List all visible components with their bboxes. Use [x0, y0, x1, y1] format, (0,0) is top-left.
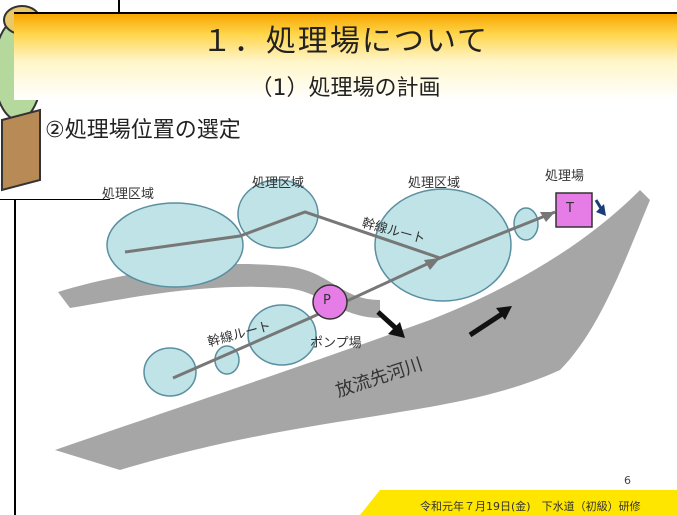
label-pump-station: ポンプ場 [310, 336, 362, 351]
page-number: 6 [624, 474, 631, 487]
trunk-route-lower-line [172, 256, 441, 380]
footer-band [360, 490, 677, 515]
plant-marker-letter: T [566, 201, 574, 216]
route-arrowhead-lower [424, 258, 440, 270]
page-title: １．処理場について [201, 24, 490, 59]
treatment-plant-marker [555, 192, 593, 228]
page-subtitle: （1）処理場の計画 [250, 76, 441, 101]
section-heading: ②処理場位置の選定 [45, 118, 241, 143]
label-treatment-area-1: 処理区域 [102, 187, 155, 202]
label-treatment-area-2: 処理区域 [252, 176, 305, 191]
river-band [55, 190, 650, 470]
label-treatment-plant: 処理場 [545, 169, 585, 184]
pump-station-marker [312, 284, 348, 320]
pump-marker-letter: P [323, 293, 331, 308]
treatment-area-6 [247, 304, 317, 366]
treatment-area-2 [237, 179, 319, 249]
title-band [14, 12, 677, 64]
subtitle-band [14, 62, 677, 100]
route-arrowhead-upper [540, 212, 555, 222]
treatment-area-3 [374, 188, 512, 302]
flow-arrow-river [468, 309, 507, 338]
footer-text: 令和元年７月19日(金) 下水道（初級）研修 [420, 500, 641, 513]
trunk-route-upper-line [124, 210, 556, 260]
treatment-area-4 [143, 347, 197, 397]
label-treatment-area-3: 処理区域 [408, 176, 461, 191]
frame-line [118, 0, 120, 14]
